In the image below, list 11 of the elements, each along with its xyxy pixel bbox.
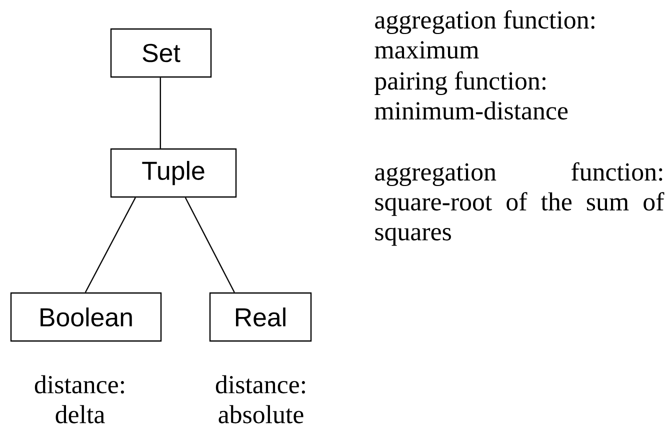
connector-line bbox=[160, 78, 161, 148]
connector-line bbox=[184, 197, 235, 293]
annotation-text: aggregation function: square-root of the sum of squares bbox=[375, 162, 664, 246]
annotation-text: pairing function: minimum-distance bbox=[374, 71, 568, 120]
annotation-text: distance: delta bbox=[34, 375, 124, 424]
type-box: Real bbox=[209, 292, 312, 342]
type-box: Boolean bbox=[10, 292, 162, 342]
type-box: Set bbox=[110, 28, 212, 78]
connector-line bbox=[84, 197, 136, 293]
annotation-text: distance: absolute bbox=[216, 375, 305, 424]
type-box: Tuple bbox=[110, 148, 237, 198]
